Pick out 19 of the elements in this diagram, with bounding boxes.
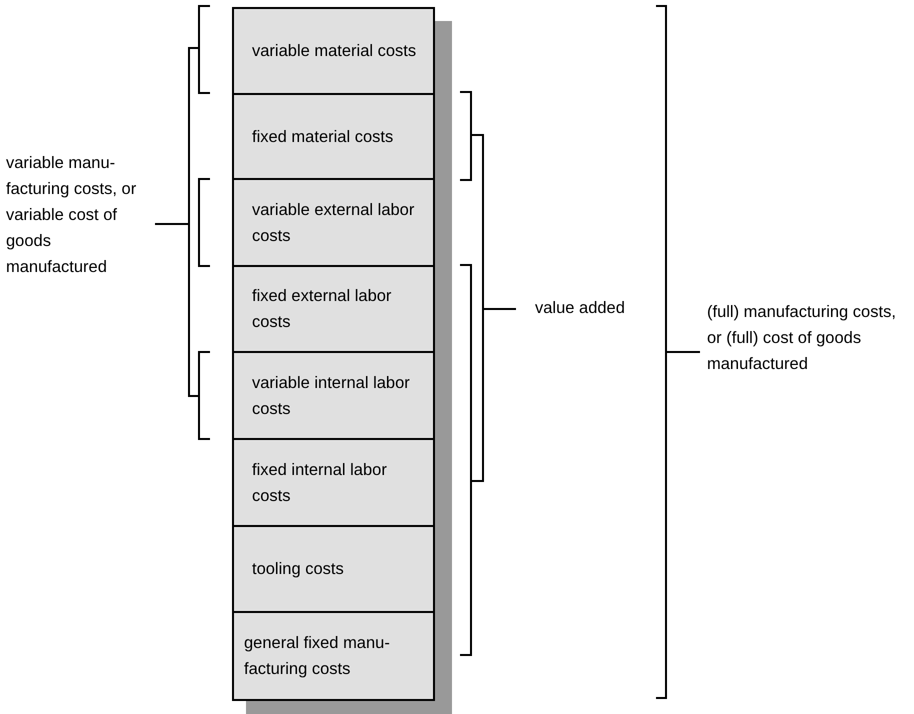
- box-text: fixed external labor costs: [252, 286, 392, 333]
- box-text: general fixed manu- facturing costs: [244, 633, 391, 680]
- cost-box: [232, 93, 435, 180]
- box-text: fixed internal labor costs: [252, 460, 388, 506]
- box-text: variable material costs: [252, 41, 416, 62]
- bracket-label: value added: [535, 298, 626, 319]
- cost-box: [232, 178, 435, 267]
- cost-box: [232, 525, 435, 613]
- cost-box: [232, 7, 435, 95]
- cost-box: [232, 351, 435, 440]
- cost-box: [232, 265, 435, 353]
- box-text: fixed material costs: [252, 126, 394, 148]
- bracket-label: (full) manufacturing costs, or (full) cost of goods manufactured: [707, 302, 897, 375]
- cost-box: [232, 611, 435, 701]
- cost-box: [232, 438, 435, 527]
- box-text: tooling costs: [252, 559, 344, 580]
- box-text: variable internal labor costs: [252, 372, 411, 420]
- bracket-label: variable manu- facturing costs, or variable cost of goods manufactured: [6, 153, 138, 278]
- box-text: variable external labor costs: [252, 200, 416, 246]
